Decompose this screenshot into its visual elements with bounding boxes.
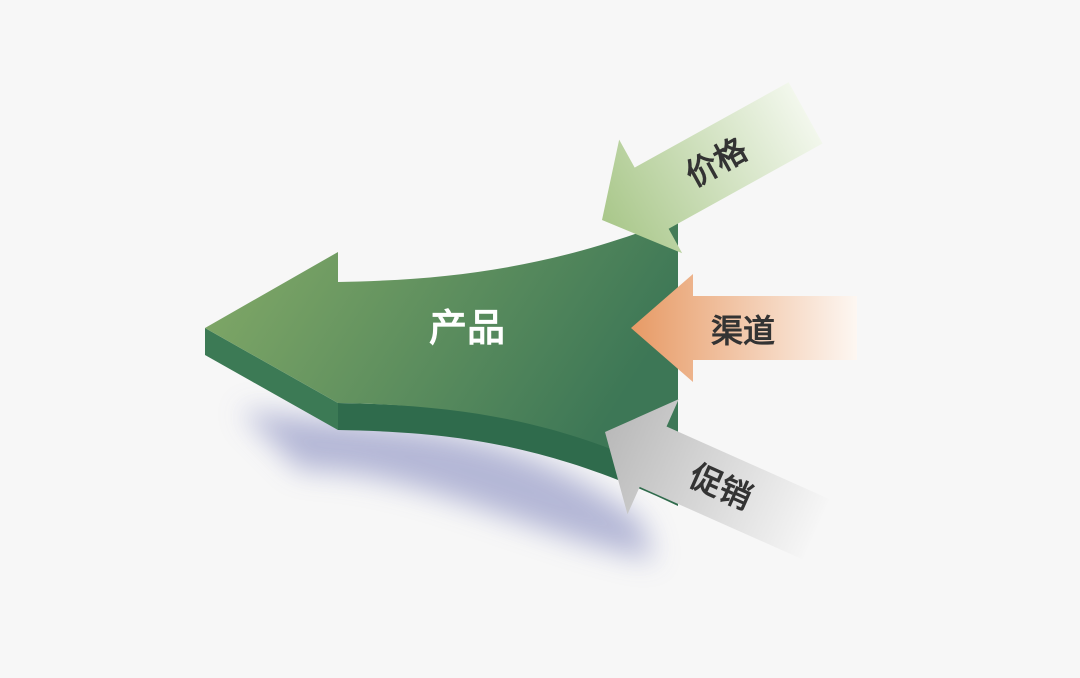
main-arrow-shadow	[240, 410, 655, 560]
promotion-arrow: 促销	[605, 399, 830, 560]
main-label: 产品	[429, 306, 505, 350]
channel-arrow: 渠道	[631, 274, 857, 382]
main-arrow-side-bottom	[338, 403, 678, 506]
channel-label: 渠道	[711, 312, 775, 350]
price-arrow: 价格	[602, 82, 823, 254]
main-arrow-side	[205, 328, 338, 430]
main-arrow	[205, 218, 678, 478]
